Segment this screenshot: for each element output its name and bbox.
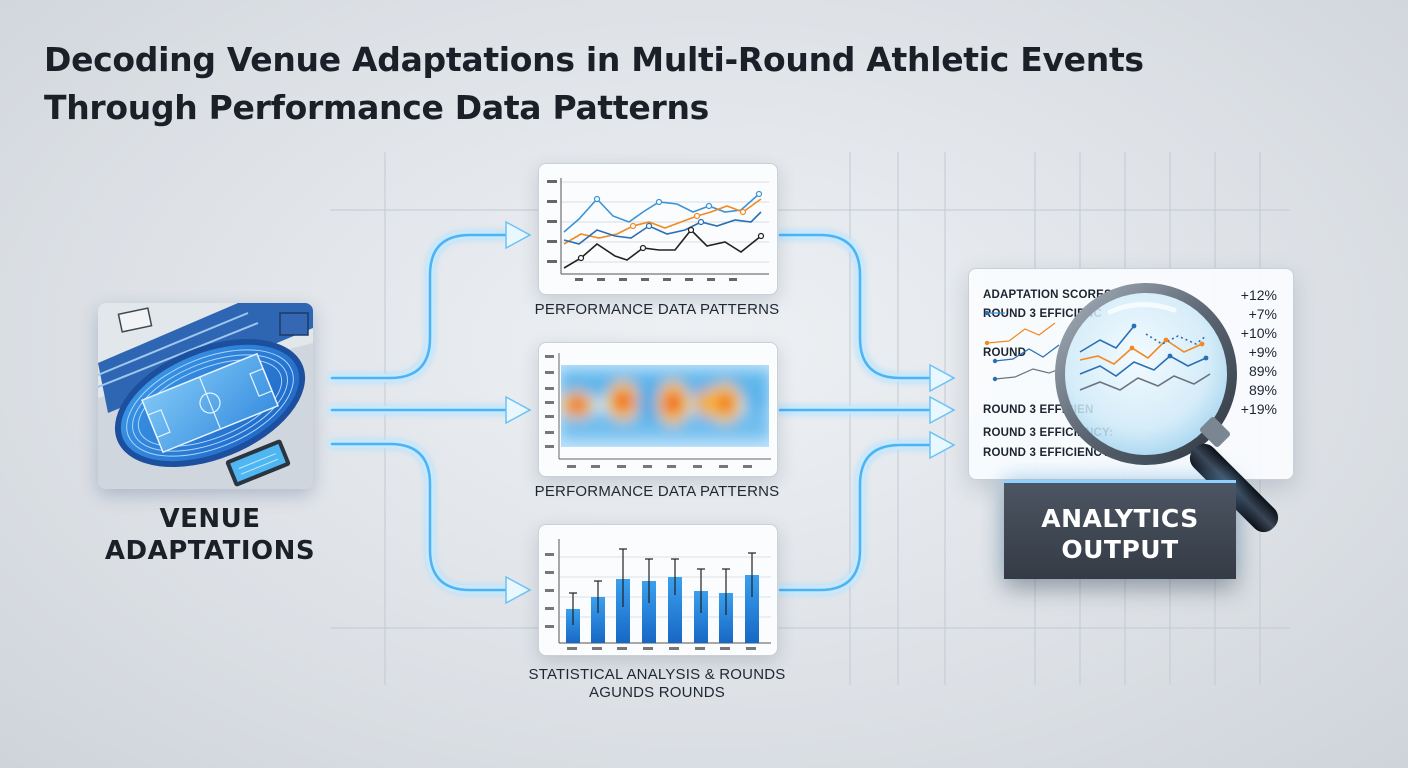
output-row-label: ADAPTATION SCORES <box>983 289 1112 301</box>
analytics-output-label: ANALYTICS OUTPUT <box>1004 503 1236 565</box>
series-line <box>563 211 762 245</box>
output-row-value: +7% <box>1248 306 1277 322</box>
y-tick-marks <box>545 553 554 628</box>
arrowhead <box>505 575 532 605</box>
page-title: Decoding Venue Adaptations in Multi-Roun… <box>44 36 1344 132</box>
venue-label-line-2: ADAPTATIONS <box>104 536 316 566</box>
line-chart-panel <box>538 163 778 295</box>
heatmap-panel-caption: PERFORMANCE DATA PATTERNS <box>534 483 780 500</box>
bar <box>642 581 656 643</box>
analytics-line-2: OUTPUT <box>1061 535 1179 564</box>
heatmap-panel <box>538 342 778 477</box>
bar <box>616 579 630 643</box>
stadium-illustration <box>98 303 313 489</box>
x-tick-marks <box>575 278 737 281</box>
arrowheads <box>505 220 956 605</box>
output-row-value: 89% <box>1248 363 1277 379</box>
bar <box>745 575 759 643</box>
output-row-label: ROUND <box>983 347 1027 359</box>
line-chart-graphic <box>547 178 769 281</box>
output-row-value: +9% <box>1248 344 1277 360</box>
x-tick-marks <box>567 465 752 468</box>
bar <box>668 577 682 643</box>
venue-adaptations-label: VENUE ADAPTATIONS <box>70 503 350 567</box>
connector-lines <box>327 230 940 595</box>
bar <box>694 591 708 643</box>
arrowhead <box>505 220 532 250</box>
line-panel-caption: PERFORMANCE DATA PATTERNS <box>534 301 780 318</box>
output-row-label: ROUND 3 EFFICIENC <box>983 308 1103 320</box>
title-line-2: Through Performance Data Patterns <box>44 88 709 127</box>
title-line-1: Decoding Venue Adaptations in Multi-Roun… <box>44 40 1144 79</box>
bar-panel-caption: STATISTICAL ANALYSIS & ROUNDS AGUNDS ROU… <box>522 666 792 702</box>
output-row-label: ROUND 3 EFFICIENCY: <box>983 447 1114 459</box>
bar-caption-line-1: STATISTICAL ANALYSIS & ROUNDS <box>528 666 786 683</box>
bar <box>591 597 605 643</box>
bar <box>719 593 733 643</box>
arrowhead <box>505 395 532 425</box>
bar-chart-panel <box>538 524 778 656</box>
arrowhead <box>929 395 956 425</box>
x-tick-marks <box>567 647 756 650</box>
mini-trend-lines <box>984 310 1066 382</box>
venue-label-line-1: VENUE <box>159 504 261 534</box>
arrowhead <box>929 430 956 460</box>
output-row-value: +12% <box>1240 287 1277 303</box>
output-row-value: +19% <box>1240 401 1277 417</box>
arrowhead <box>929 363 956 393</box>
output-row-value: +10% <box>1240 325 1277 341</box>
series-line <box>563 228 762 269</box>
analytics-output-box: ANALYTICS OUTPUT <box>1004 480 1236 579</box>
y-tick-marks <box>547 180 557 263</box>
analytics-line-1: ANALYTICS <box>1041 504 1199 533</box>
bar-chart-graphic <box>545 539 771 650</box>
series-line <box>563 198 762 245</box>
y-tick-marks <box>545 355 554 448</box>
heatmap-graphic <box>545 353 771 468</box>
output-row-value: 89% <box>1248 382 1277 398</box>
bar-caption-line-2: AGUNDS ROUNDS <box>589 684 725 701</box>
bar <box>566 609 580 643</box>
